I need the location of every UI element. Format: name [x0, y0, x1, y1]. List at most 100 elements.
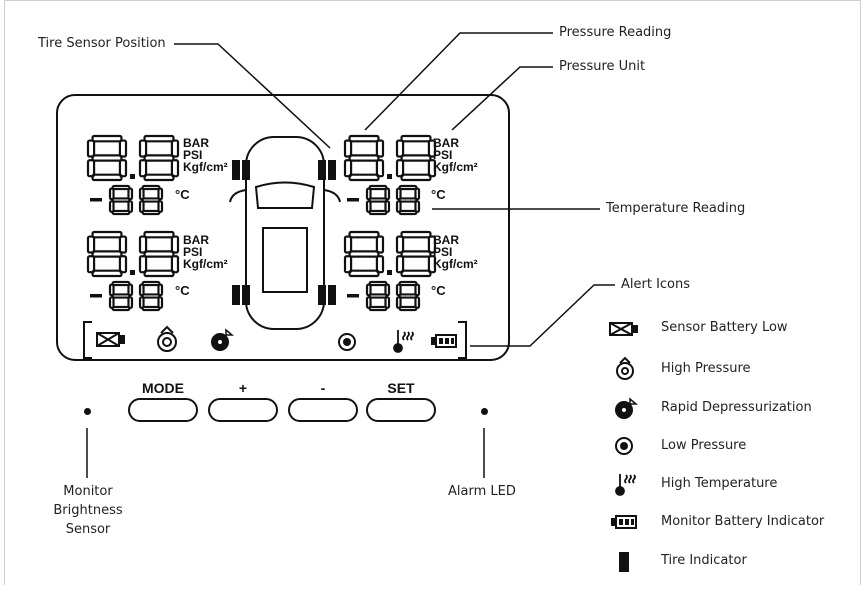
segment-d: [143, 173, 175, 182]
legend-high-pressure-icon: [616, 356, 634, 380]
unit-kgf-label: Kgf/cm²: [183, 160, 228, 174]
sensor-battery-low-icon: [96, 332, 125, 347]
set-button-label: SET: [387, 380, 415, 396]
low-pressure-icon: [338, 333, 356, 351]
segment-b: [427, 235, 437, 254]
legend-label: Sensor Battery Low: [661, 320, 788, 335]
segment-c: [375, 159, 385, 178]
segment-a: [400, 134, 432, 143]
figure-frame: [4, 0, 861, 585]
segment-d: [368, 209, 388, 216]
leader-pressure-reading: [364, 32, 553, 131]
callout-temperature-reading: Temperature Reading: [606, 201, 746, 216]
segment-d: [348, 173, 380, 182]
segment-f: [86, 139, 96, 158]
segment-f: [395, 235, 405, 254]
high-pressure-icon: [157, 325, 177, 352]
segment-a: [368, 184, 388, 191]
segment-d: [143, 269, 175, 278]
segment-c: [427, 159, 437, 178]
tire-indicator-front-right-2: [328, 160, 336, 180]
segment-c: [118, 159, 128, 178]
minus-button-label: -: [320, 380, 326, 396]
segment-g: [348, 154, 380, 162]
legend-tire-indicator-icon: [619, 552, 629, 572]
segment-b: [118, 139, 128, 158]
segment-d: [141, 209, 161, 216]
segment-g: [91, 250, 123, 258]
segment-g: [368, 197, 388, 203]
legend-label: Tire Indicator: [661, 553, 747, 568]
callout-monitor-brightness-line1: Monitor: [63, 484, 113, 499]
decimal-point: [387, 174, 392, 179]
segment-f: [86, 235, 96, 254]
segment-f: [343, 235, 353, 254]
segment-e: [138, 255, 148, 274]
tire-indicator-rear-left-2: [242, 285, 250, 305]
segment-a: [348, 134, 380, 143]
callout-pressure-reading: Pressure Reading: [559, 25, 672, 40]
segment-g: [368, 293, 388, 299]
minus-button[interactable]: [288, 398, 358, 422]
legend-icons: [609, 322, 639, 572]
segment-c: [427, 255, 437, 274]
legend-monitor-battery-icon: [611, 515, 637, 529]
segment-c: [170, 159, 180, 178]
unit-bar-label: BAR: [183, 233, 209, 247]
unit-stack-front-right: BAR PSI Kgf/cm²: [433, 137, 478, 173]
mode-button[interactable]: [128, 398, 198, 422]
segment-a: [348, 230, 380, 239]
segment-a: [143, 134, 175, 143]
segment-a: [111, 184, 131, 191]
segment-b: [170, 235, 180, 254]
unit-stack-rear-left: BAR PSI Kgf/cm²: [183, 234, 228, 270]
callout-monitor-brightness-line2: Brightness: [53, 503, 123, 518]
callout-monitor-brightness-line3: Sensor: [65, 522, 111, 537]
alarm-led-dot: [481, 408, 488, 415]
decimal-point: [130, 270, 135, 275]
segment-a: [398, 184, 418, 191]
segment-d: [368, 305, 388, 312]
tire-indicator-front-left: [232, 160, 240, 180]
car-outline: [229, 136, 341, 330]
callout-alarm-led: Alarm LED: [448, 484, 516, 499]
brightness-sensor-dot: [84, 408, 91, 415]
legend-label: Low Pressure: [661, 438, 747, 453]
plus-button[interactable]: [208, 398, 278, 422]
unit-kgf-label: Kgf/cm²: [433, 160, 478, 174]
segment-a: [141, 184, 161, 191]
tire-indicator-rear-right: [318, 285, 326, 305]
minus-sign: [347, 198, 359, 202]
tire-indicator-front-right: [318, 160, 326, 180]
temp-unit-rear-right: °C: [431, 283, 446, 298]
legend-label: Monitor Battery Indicator: [661, 514, 825, 529]
callout-alert-icons: Alert Icons: [621, 277, 691, 292]
segment-g: [143, 250, 175, 258]
set-button[interactable]: [366, 398, 436, 422]
segment-g: [348, 250, 380, 258]
segment-e: [395, 255, 405, 274]
decimal-point: [130, 174, 135, 179]
tire-indicator-rear-right-2: [328, 285, 336, 305]
leader-pressure-unit: [451, 66, 553, 131]
temp-unit-front-right: °C: [431, 187, 446, 202]
segment-d: [400, 269, 432, 278]
leader-tire-sensor-position: [174, 43, 331, 149]
rapid-depressurization-icon: [211, 328, 235, 351]
unit-kgf-label: Kgf/cm²: [183, 257, 228, 271]
plus-button-label: +: [238, 380, 248, 396]
segment-d: [141, 305, 161, 312]
legend-label: Rapid Depressurization: [661, 400, 812, 415]
segment-g: [141, 197, 161, 203]
segment-g: [143, 154, 175, 162]
segment-d: [398, 305, 418, 312]
segment-b: [375, 235, 385, 254]
segment-f: [138, 139, 148, 158]
segment-e: [343, 255, 353, 274]
unit-psi-label: PSI: [433, 245, 453, 259]
minus-sign: [347, 294, 359, 298]
segment-g: [400, 154, 432, 162]
legend-sensor-battery-low-icon: [609, 322, 638, 336]
